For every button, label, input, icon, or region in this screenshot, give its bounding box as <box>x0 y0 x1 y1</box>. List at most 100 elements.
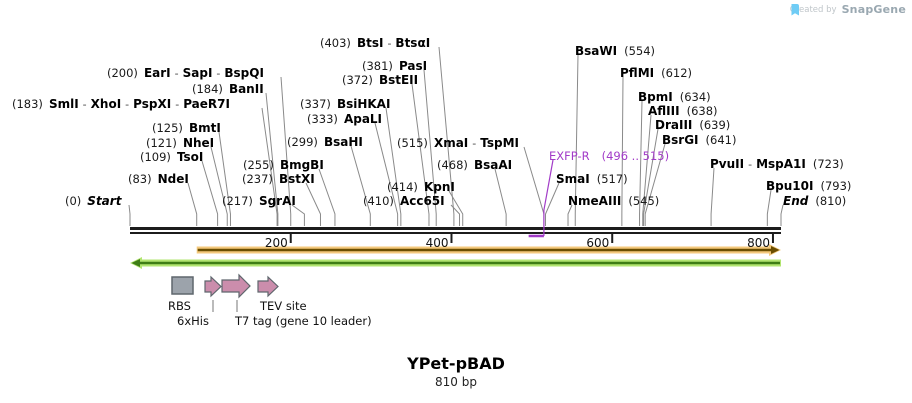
credit-brand: SnapGene <box>841 3 906 16</box>
site-position: (612) <box>661 66 693 80</box>
site-label-bmgbi[interactable]: (255)BmgBI <box>243 157 324 172</box>
site-name: - <box>174 67 179 80</box>
site-name: BtsαI <box>395 36 431 50</box>
reverse-orf-arrow-head <box>131 259 140 267</box>
callout-line-bsaai <box>494 168 507 226</box>
callout-line-bpu10i <box>766 189 772 226</box>
feature-label-sixhis[interactable]: 6xHis <box>177 314 209 328</box>
site-name: ApaLI <box>343 112 383 126</box>
callout-line-nmeaiii <box>567 204 573 226</box>
primer-label-exfp-r[interactable]: EXFP-R(496 .. 515) <box>549 148 669 163</box>
site-position: (125) <box>152 121 183 135</box>
site-label-draiii[interactable]: DraIII (639) <box>655 117 730 132</box>
site-position: (810) <box>815 194 847 208</box>
site-label-pasi[interactable]: (381)PasI <box>362 58 427 73</box>
site-label-bmti[interactable]: (125)BmtI <box>152 120 221 135</box>
feature-label-tev[interactable]: TEV site <box>260 299 307 313</box>
site-label-bsaai[interactable]: (468)BsaAI <box>437 157 512 172</box>
callout-line-tsoi <box>201 160 219 226</box>
site-label-afliii[interactable]: AflIII (638) <box>648 103 718 118</box>
site-label-bpmi[interactable]: BpmI(634) <box>638 89 711 104</box>
site-name: KpnI <box>423 180 455 194</box>
site-label-sgrai[interactable]: (217) SgrAI <box>222 193 296 208</box>
site-label-smai[interactable]: SmaI(517) <box>556 171 628 186</box>
callout-line-btsi-group <box>438 46 455 226</box>
site-position: (410) <box>363 194 394 208</box>
feature-glyph-6xhis[interactable] <box>204 275 222 298</box>
site-label-ndei[interactable]: (83)NdeI <box>128 171 189 186</box>
site-position: (337) <box>300 97 331 111</box>
feature-glyph-tev-site[interactable] <box>257 275 279 298</box>
site-name: TsoI <box>176 150 204 164</box>
site-name: DraIII <box>655 118 693 132</box>
site-label-end[interactable]: End (810) <box>783 193 846 208</box>
feature-glyph-rbs[interactable] <box>171 276 194 295</box>
site-position: (723) <box>812 157 844 171</box>
credit: Created by SnapGene <box>790 3 906 16</box>
site-name: End <box>783 194 809 208</box>
site-label-acc65i[interactable]: (410) Acc65I <box>363 193 445 208</box>
site-position: (200) <box>107 66 138 80</box>
callout-line-bsihkai <box>385 107 402 226</box>
site-label-pflmi[interactable]: PflMI(612) <box>620 65 692 80</box>
site-label-banii[interactable]: (184) BanII <box>192 81 264 96</box>
site-position: (468) <box>437 158 468 172</box>
site-label-tsoi[interactable]: (109) TsoI <box>140 149 203 164</box>
feature-glyph-t7-tag[interactable] <box>221 273 251 299</box>
plasmid-name: YPet-pBAD <box>407 354 505 373</box>
callout-line-end <box>780 204 784 226</box>
site-name: BanII <box>228 82 264 96</box>
site-name: NheI <box>182 136 215 150</box>
site-position: (639) <box>699 118 731 132</box>
site-position: (109) <box>140 150 171 164</box>
site-label-bpu10i[interactable]: Bpu10I (793) <box>766 178 851 193</box>
axis-tick-label-600: 600 <box>586 236 610 250</box>
site-name: Bpu10I <box>766 179 814 193</box>
site-position: (83) <box>128 172 152 186</box>
site-name: Acc65I <box>399 194 445 208</box>
callout-line-bsteii <box>411 83 430 226</box>
site-name: BsrGI <box>662 133 699 147</box>
callout-line-sgrai <box>291 204 305 226</box>
site-label-kpni[interactable]: (414)KpnI <box>387 179 455 194</box>
feature-label-rbs[interactable]: RBS <box>168 299 191 313</box>
site-name: NmeAIII <box>568 194 622 208</box>
site-name: BsiHKAI <box>336 97 391 111</box>
site-label-bsahi[interactable]: (299)BsaHI <box>287 134 363 149</box>
site-position: (517) <box>596 172 628 186</box>
site-position: (333) <box>307 112 338 126</box>
callout-line-bmgbi <box>318 168 336 226</box>
site-label-nhei[interactable]: (121)NheI <box>146 135 214 150</box>
site-name: AflIII <box>648 104 680 118</box>
site-label-pvuii-group[interactable]: PvuII-MspA1I(723) <box>710 156 844 172</box>
site-label-btsi-group[interactable]: (403)BtsI-BtsαI <box>320 35 431 51</box>
callout-line-pflmi <box>621 76 624 226</box>
credit-prefix: Created by <box>789 4 837 15</box>
site-label-bsteii[interactable]: (372)BstEII <box>342 72 418 87</box>
site-name: PaeR7I <box>183 97 230 111</box>
site-label-eari-group[interactable]: (200)EarI-SapI-BspQI <box>107 65 264 81</box>
site-label-smli-group[interactable]: (183)SmlI-XhoI-PspXI-PaeR7I <box>12 96 230 112</box>
site-label-apali[interactable]: (333) ApaLI <box>307 111 382 126</box>
site-position: (793) <box>820 179 852 193</box>
site-label-start[interactable]: (0)Start <box>65 193 121 208</box>
site-label-xmai-group[interactable]: (515)XmaI-TspMI <box>397 135 519 151</box>
site-position: (638) <box>686 104 718 118</box>
snapgene-logo-icon <box>791 4 799 16</box>
site-position: (184) <box>192 82 223 96</box>
callout-line-apali <box>374 122 399 226</box>
site-position: (381) <box>362 59 393 73</box>
site-name: - <box>387 37 392 50</box>
site-label-nmeaiii[interactable]: NmeAIII(545) <box>568 193 659 208</box>
primer-range: (496 .. 515) <box>601 149 670 163</box>
site-label-bstxi[interactable]: (237)BstXI <box>242 171 315 186</box>
site-label-bsrgi[interactable]: BsrGI(641) <box>662 132 736 147</box>
axis-tick-label-200: 200 <box>264 236 288 250</box>
site-name: SgrAI <box>258 194 296 208</box>
site-position: (217) <box>222 194 253 208</box>
site-position: (255) <box>243 158 274 172</box>
site-label-bsawi[interactable]: BsaWI(554) <box>575 43 655 58</box>
site-label-bsihkai[interactable]: (337) BsiHKAI <box>300 96 390 111</box>
site-name: - <box>748 158 753 171</box>
feature-label-t7tag[interactable]: T7 tag (gene 10 leader) <box>235 314 372 328</box>
